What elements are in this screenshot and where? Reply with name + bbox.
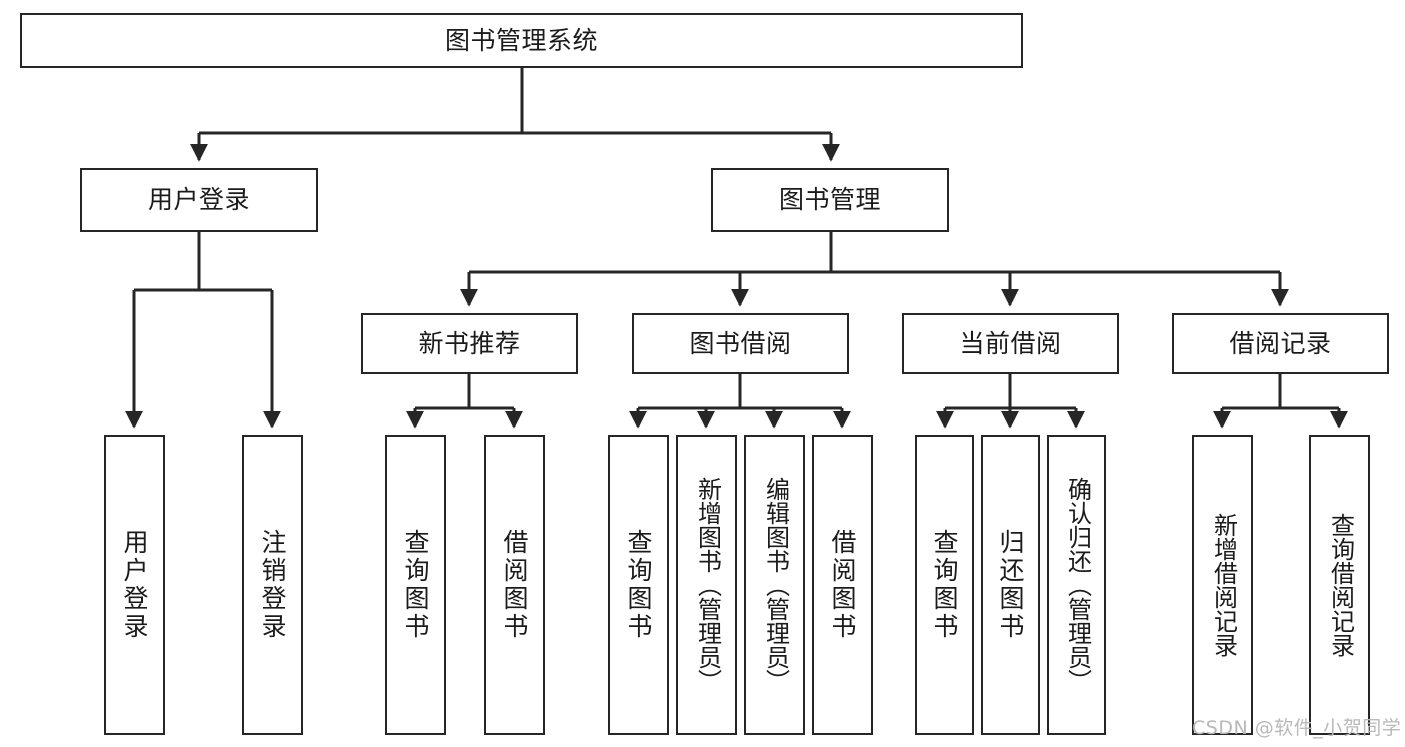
node-current-borrow[interactable]: 当前借阅 — [902, 313, 1119, 374]
leaf-book-borrow-add[interactable]: 新增图书（管理员） — [676, 435, 737, 735]
leaf-user-login-login[interactable]: 用户登录 — [104, 435, 165, 735]
leaf-current-borrow-confirm-return[interactable]: 确认归还（管理员） — [1047, 435, 1106, 735]
leaf-borrow-record-add[interactable]: 新增借阅记录 — [1192, 435, 1253, 735]
node-root[interactable]: 图书管理系统 — [20, 13, 1023, 68]
leaf-new-book-query[interactable]: 查询图书 — [385, 435, 446, 735]
node-book-borrow[interactable]: 图书借阅 — [632, 313, 849, 374]
leaf-book-borrow-query[interactable]: 查询图书 — [608, 435, 669, 735]
leaf-book-borrow-borrow[interactable]: 借阅图书 — [812, 435, 873, 735]
csdn-watermark: CSDN @软件_小贺同学 — [1192, 717, 1402, 739]
leaf-current-borrow-return[interactable]: 归还图书 — [981, 435, 1040, 735]
node-new-book-recommend[interactable]: 新书推荐 — [361, 313, 578, 374]
leaf-new-book-borrow[interactable]: 借阅图书 — [484, 435, 545, 735]
leaf-current-borrow-query[interactable]: 查询图书 — [915, 435, 974, 735]
leaf-borrow-record-query[interactable]: 查询借阅记录 — [1309, 435, 1370, 735]
leaf-user-login-logout[interactable]: 注销登录 — [242, 435, 303, 735]
node-borrow-record[interactable]: 借阅记录 — [1172, 313, 1389, 374]
leaf-book-borrow-edit[interactable]: 编辑图书（管理员） — [744, 435, 805, 735]
node-book-management[interactable]: 图书管理 — [711, 168, 949, 232]
node-user-login[interactable]: 用户登录 — [80, 168, 318, 232]
